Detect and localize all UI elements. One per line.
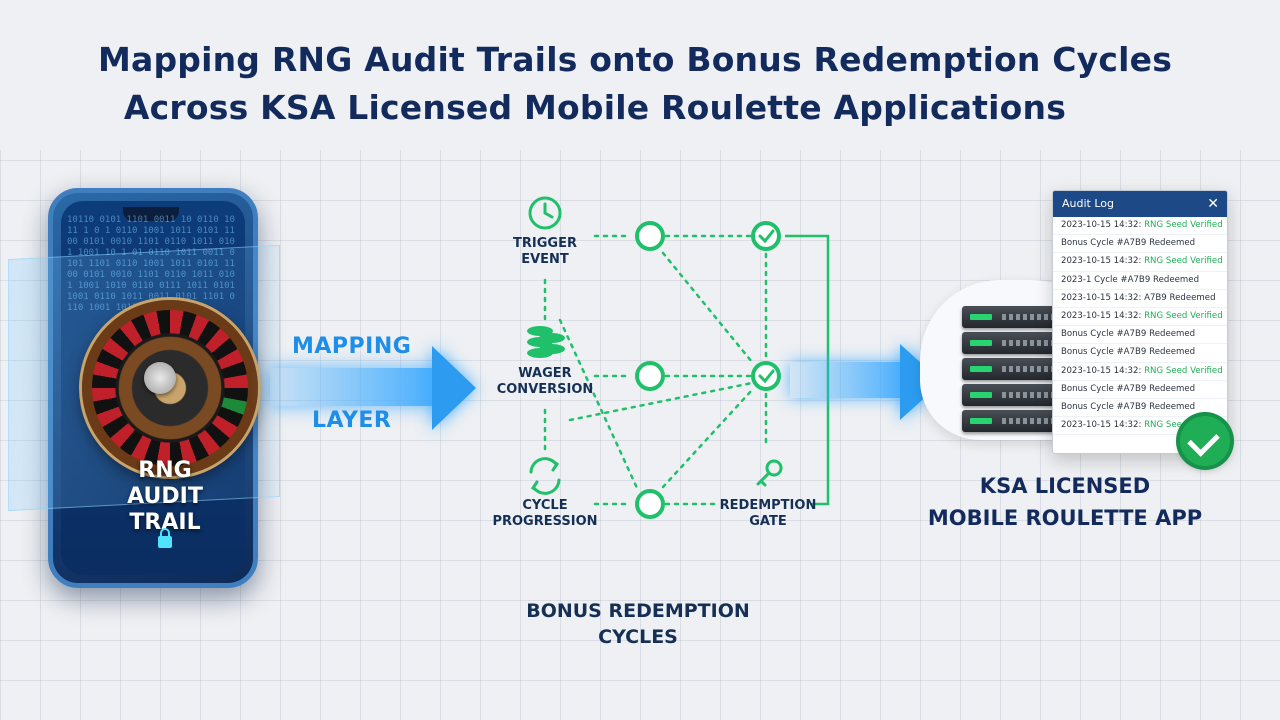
page-title-line2: Across KSA Licensed Mobile Roulette Appl… [123,88,1067,127]
server-unit [962,332,1062,354]
audit-row-text: 2023-10-15 14:32: [1061,220,1145,230]
connector-diag3 [661,388,754,489]
audit-row-text: 2023-10-15 14:32: [1061,311,1145,322]
audit-log-row: Bonus Cycle #A7B9 Redeemed [1053,381,1227,400]
flow-node-4 [751,361,781,391]
output-arrow-body [790,362,910,398]
cycle-progression-label: CYCLE PROGRESSION [488,498,602,530]
verified-badge-icon [1180,416,1230,466]
audit-row-status: RNG Seed Verifi [1144,420,1212,431]
mapping-arrow-head [432,346,476,430]
title-band [0,0,1280,150]
layer-label: LAYER [312,408,392,433]
bonus-cycle-flow [527,196,830,519]
audit-row-text: Bonus Cycle #A7B9 Redeemed [1061,347,1196,358]
phone-notch [123,207,179,221]
flow-node-5 [635,489,665,519]
audit-log-row: Bonus Cycle #A7B9 Redeemed [1053,344,1227,363]
bonus-title-line1: BONUS REDEMPTION [526,600,750,622]
audit-log-row: 2023-10-15 14:32: A7B9 Redeemed [1053,290,1227,309]
flow-node-2 [751,221,781,251]
audit-log-row: Bonus Cycle #A7B9 Redeemed [1053,399,1227,418]
audit-log-row: Bonus Cycle #A7B9 Redeemed [1053,326,1227,345]
mapping-label: MAPPING [292,334,412,359]
key-icon [756,459,783,487]
lock-icon [158,528,172,548]
audit-row-text: Bonus Cycle #A7B9 Redeemed [1061,238,1196,249]
audit-log-title: Audit Log [1062,197,1114,210]
server-unit [962,306,1062,328]
redemption-gate-label: REDEMPTION GATE [716,498,820,530]
bonus-title-line2: CYCLES [598,626,678,648]
audit-log-row: 2023-10-15 14:32: RNG Seed Verified [1053,363,1227,381]
page-title-line1: Mapping RNG Audit Trails onto Bonus Rede… [97,40,1173,79]
audit-row-status: RNG Seed Verified [1144,220,1223,230]
server-unit [962,384,1062,406]
refresh-icon [529,457,561,495]
connector-diag4 [568,381,754,422]
rng-audit-trail-label: RNG AUDIT TRAIL [100,458,230,536]
cycle-line: CYCLE PROGRESSION [492,498,598,529]
audit-log-row: 2023-10-15 14:32: RNG Seed Verifi [1053,417,1227,436]
connector-diag1 [661,251,754,364]
server-unit [962,358,1062,380]
audit-row-status: RNG Seed Verified [1144,256,1223,267]
flow-node-3 [635,361,665,391]
rng-label-line2: AUDIT [127,484,203,509]
audit-row-status: RNG Seed Verified [1144,365,1223,376]
audit-log-row: 2023-1 Cycle #A7B9 Redeemed [1053,272,1227,290]
coins-icon [527,326,565,358]
server-unit [962,410,1062,432]
binary-stream: 10110 0101 1101 0011 10 0110 1011 1 0 1 … [67,215,235,313]
close-icon[interactable]: ✕ [1207,196,1219,212]
ksa-line2: MOBILE ROULETTE APP [927,506,1203,530]
audit-log-row: Bonus Cycle #A7B9 Redeemed [1053,235,1227,254]
trigger-event-label: TRIGGER EVENT [500,236,590,268]
audit-log-row: 2023-10-15 14:32: RNG Seed Verified [1053,308,1227,327]
rng-label-line1: RNG [138,458,192,483]
audit-row-text: 2023-10-15 14:32: [1061,365,1145,376]
wager-conversion-label: WAGER CONVERSION [490,366,600,398]
audit-row-text: Bonus Cycle #A7B9 Redeemed [1061,329,1196,340]
wager-line: WAGER CONVERSION [496,366,594,397]
connector-diag2 [558,318,639,490]
check-icon [758,369,775,384]
audit-row-status: RNG Seed Verified [1144,311,1223,322]
mapping-arrow-body [270,368,440,406]
audit-row-text: 2023-10-15 14:32: [1061,256,1145,267]
audit-row-text: 2023-10-15 14:32: A7B9 Redeemed [1061,292,1216,303]
wheel-hub [144,362,176,394]
audit-row-text: 2023-1 Cycle #A7B9 Redeemed [1061,274,1200,285]
ksa-app-label: KSA LICENSED MOBILE ROULETTE APP [900,470,1230,534]
server-rack-icon [962,306,1062,456]
ksa-line1: KSA LICENSED [979,474,1151,498]
audit-log-row: 2023-10-15 14:32: RNG Seed Verified [1053,217,1227,236]
audit-row-text: Bonus Cycle #A7B9 Redeemed [1061,383,1196,394]
gate-line: REDEMPTION GATE [719,498,817,529]
check-icon [758,229,775,244]
clock-icon [528,196,562,230]
audit-log-row: 2023-10-15 14:32: RNG Seed Verified [1053,253,1227,272]
flow-node-1 [635,221,665,251]
audit-log-header: Audit Log ✕ [1053,191,1227,217]
trigger-line: TRIGGER EVENT [513,236,577,267]
audit-row-text: 2023-10-15 14:32: [1061,420,1145,431]
bonus-redemption-cycles-title: BONUS REDEMPTION CYCLES [508,598,768,650]
audit-log-window: Audit Log ✕ 2023-10-15 14:32: RNG Seed V… [1052,190,1228,454]
audit-row-text: Bonus Cycle #A7B9 Redeemed [1061,402,1196,413]
